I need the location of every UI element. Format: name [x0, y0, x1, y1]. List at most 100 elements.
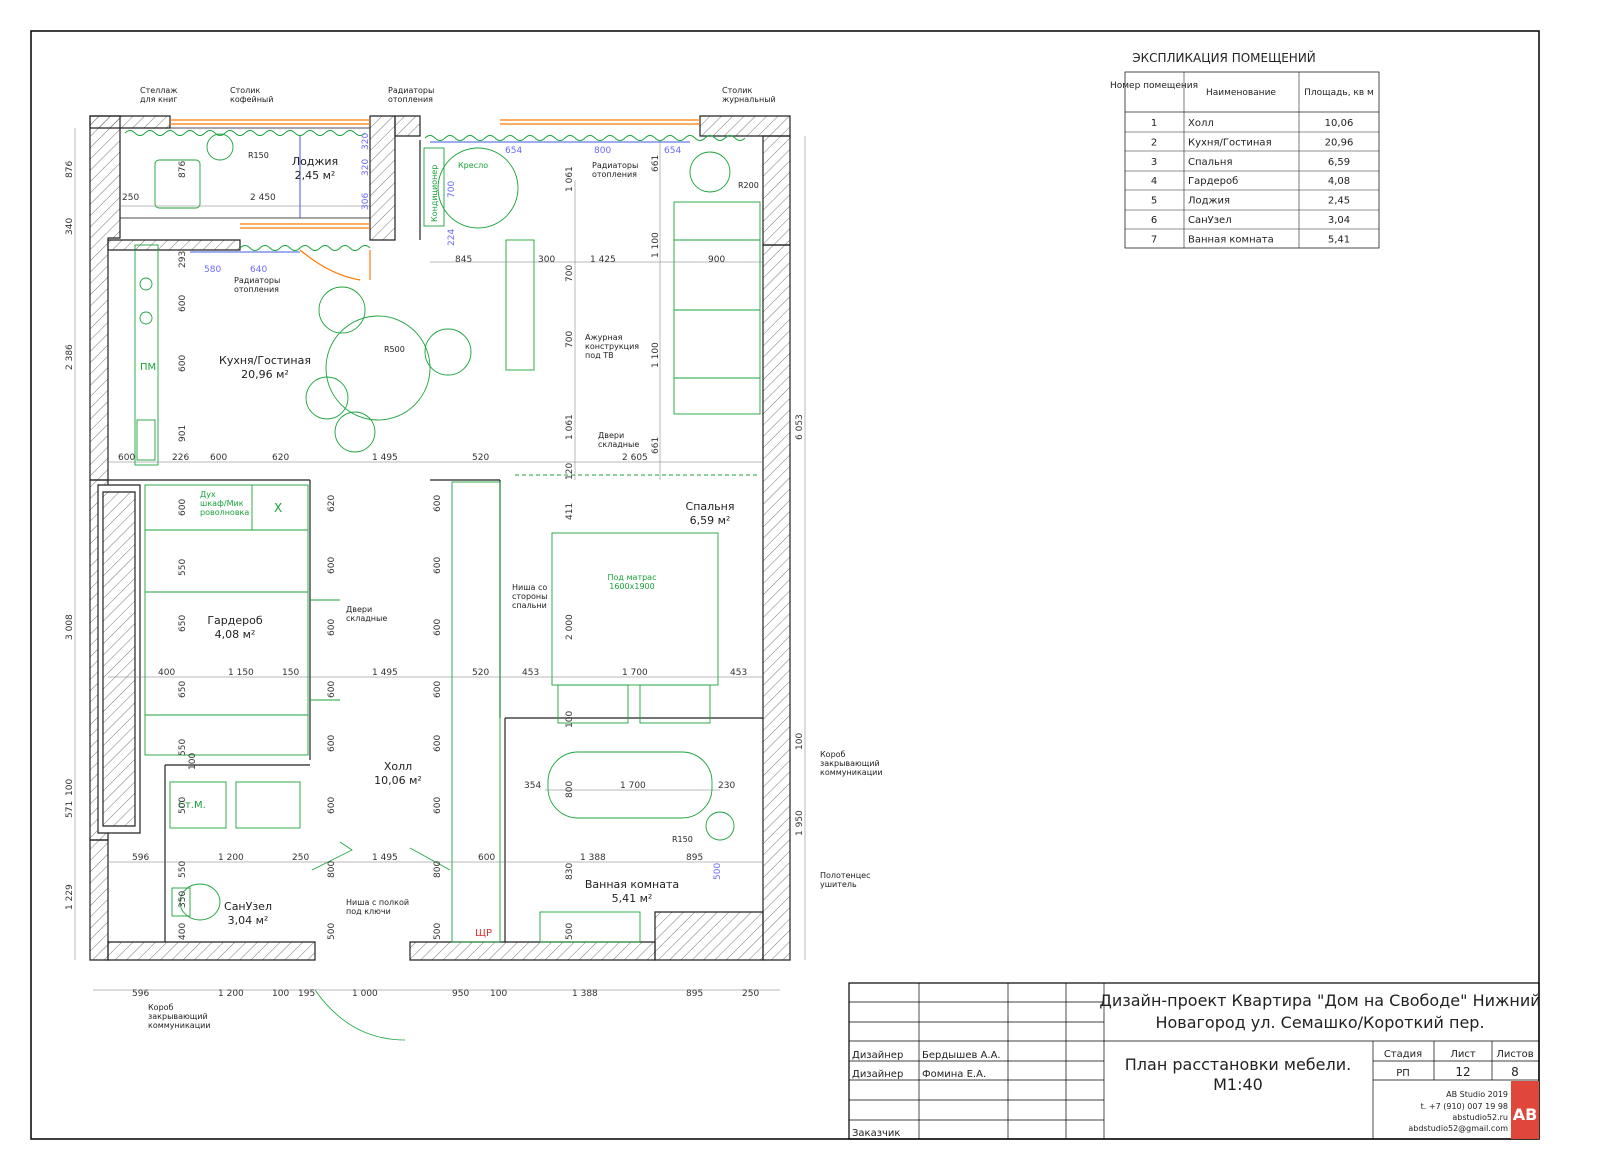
svg-text:700: 700 — [447, 181, 457, 198]
note-x-mark: X — [274, 501, 282, 515]
wardrobe-shelves — [144, 484, 309, 756]
sheet-value: 12 — [1455, 1065, 1470, 1079]
svg-text:230: 230 — [718, 781, 735, 791]
explication-row-number: 2 — [1151, 137, 1157, 148]
room-bath-name: Ванная комната — [585, 878, 679, 891]
explication-row-name: Кухня/Гостиная — [1188, 137, 1272, 148]
svg-text:650: 650 — [178, 615, 188, 632]
title-block: Дизайн-проект Квартира "Дом на Свободе" … — [848, 982, 1541, 1140]
hall-closet — [451, 481, 501, 943]
tv-frame — [505, 239, 535, 371]
note-conditioner: Кондиционер — [430, 165, 439, 222]
explication-row-name: Лоджия — [1188, 196, 1230, 207]
svg-text:620: 620 — [327, 495, 337, 512]
designer-name-2: Фомина Е.А. — [922, 1069, 986, 1080]
svg-text:600: 600 — [433, 797, 443, 814]
armchair — [437, 147, 519, 229]
svg-text:1 388: 1 388 — [572, 989, 598, 999]
svg-text:1 425: 1 425 — [590, 255, 616, 265]
sheet-title-line-1: План расстановки мебели. — [1125, 1055, 1351, 1074]
room-loggia-area: 2,45 м² — [295, 169, 336, 182]
svg-text:600: 600 — [327, 681, 337, 698]
svg-text:600: 600 — [433, 495, 443, 512]
sheets-label: Листов — [1496, 1049, 1533, 1060]
svg-text:2 450: 2 450 — [250, 193, 276, 203]
svg-text:600: 600 — [433, 619, 443, 636]
sofa — [673, 201, 761, 415]
room-wc-name: СанУзел — [224, 900, 272, 913]
svg-text:600: 600 — [327, 619, 337, 636]
svg-text:354: 354 — [524, 781, 541, 791]
svg-text:800: 800 — [565, 781, 575, 798]
note-shr: ЩР — [475, 928, 492, 939]
door-swings — [311, 841, 451, 1041]
svg-text:340: 340 — [65, 218, 75, 235]
studio-name: AB Studio 2019 — [1446, 1090, 1508, 1099]
explication-row-number: 5 — [1151, 196, 1157, 207]
explication-row-area: 4,08 — [1328, 176, 1350, 187]
stage-label: Стадия — [1384, 1049, 1422, 1060]
svg-text:1 200: 1 200 — [218, 853, 244, 863]
svg-text:596: 596 — [132, 989, 149, 999]
conditioner — [423, 147, 445, 227]
designer-role-2: Дизайнер — [852, 1069, 903, 1080]
magazine-table — [689, 151, 731, 193]
sheet-title-line-2: М1:40 — [1213, 1075, 1263, 1094]
svg-text:453: 453 — [522, 668, 539, 678]
studio-email: abdstudio52@gmail.com — [1408, 1124, 1508, 1133]
project-title-line-1: Дизайн-проект Квартира "Дом на Свободе" … — [1099, 991, 1540, 1010]
project-title-line-2: Новагород ул. Семашко/Короткий пер. — [1155, 1013, 1484, 1032]
svg-text:100: 100 — [188, 753, 198, 770]
note-r200: R200 — [738, 181, 759, 190]
svg-text:654: 654 — [505, 146, 522, 156]
explication-row-name: Гардероб — [1188, 176, 1238, 187]
svg-text:350: 350 — [178, 891, 188, 908]
explication-row-name: Ванная комната — [1188, 234, 1274, 245]
svg-text:400: 400 — [158, 668, 175, 678]
svg-text:1 100: 1 100 — [651, 342, 661, 368]
svg-text:2 386: 2 386 — [65, 344, 75, 370]
svg-text:596: 596 — [132, 853, 149, 863]
svg-text:1 100: 1 100 — [651, 232, 661, 258]
svg-text:1 700: 1 700 — [620, 781, 646, 791]
bathtub — [547, 751, 713, 819]
explication-row-number: 3 — [1151, 157, 1157, 168]
note-r150-bath: R150 — [672, 835, 693, 844]
svg-text:600: 600 — [327, 797, 337, 814]
toilet — [179, 883, 221, 921]
note-armchair: Кресло — [458, 161, 488, 170]
interior-walls — [108, 127, 763, 942]
explication-row-number: 4 — [1151, 176, 1157, 187]
svg-text:100: 100 — [795, 733, 805, 750]
note-r150-loggia: R150 — [248, 151, 269, 160]
svg-text:600: 600 — [433, 557, 443, 574]
studio-logo: AB — [1511, 1081, 1539, 1139]
svg-text:620: 620 — [272, 453, 289, 463]
svg-text:876: 876 — [65, 161, 75, 178]
room-wc-area: 3,04 м² — [228, 914, 269, 927]
svg-text:900: 900 — [708, 255, 725, 265]
svg-text:1 950: 1 950 — [795, 810, 805, 836]
svg-text:520: 520 — [472, 453, 489, 463]
room-wardrobe-area: 4,08 м² — [215, 628, 256, 641]
curtains — [124, 130, 746, 251]
svg-text:580: 580 — [204, 265, 221, 275]
svg-text:1 700: 1 700 — [622, 668, 648, 678]
explication-row-name: СанУзел — [1188, 215, 1232, 226]
svg-text:100: 100 — [65, 779, 75, 796]
vertical-dimension-labels: 876 340 2 386 3 008 571 100 1 229 6 053 … — [65, 133, 805, 940]
svg-text:650: 650 — [178, 681, 188, 698]
svg-text:224: 224 — [447, 229, 457, 246]
svg-text:226: 226 — [172, 453, 189, 463]
sheet-label: Лист — [1450, 1049, 1476, 1060]
room-bath-area: 5,41 м² — [612, 892, 653, 905]
